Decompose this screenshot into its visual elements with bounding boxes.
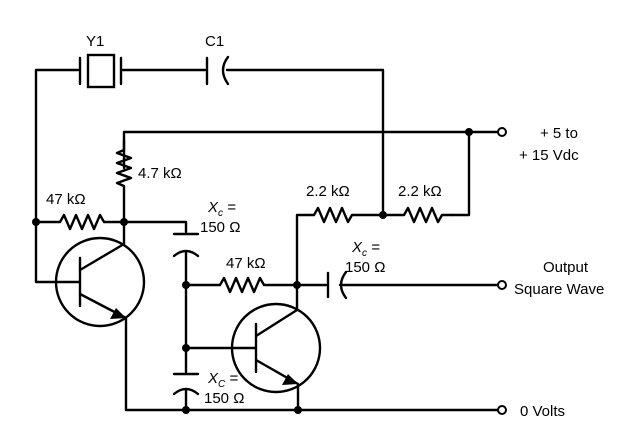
crystal-y1-label: Y1 (86, 33, 104, 50)
capacitor-xc-top-symbol: Xc = (207, 199, 236, 219)
output-label-line2: Square Wave (514, 281, 604, 298)
resistor-47k-coupling: 47 kΩ (184, 255, 299, 294)
ground-terminal (497, 405, 507, 415)
resistor-47k-coupling-label: 47 kΩ (226, 255, 266, 272)
capacitor-xc-output-symbol: Xc = (351, 239, 380, 259)
capacitor-xc-output-value: 150 Ω (345, 259, 385, 276)
resistor-47k-left-label: 47 kΩ (46, 191, 86, 208)
transistor-q2 (184, 302, 322, 412)
capacitor-xc-top-value: 150 Ω (200, 219, 240, 236)
capacitor-xc-bottom-value: 150 Ω (204, 390, 244, 407)
transistor-q1 (34, 220, 146, 412)
supply-label-line1: + 5 to (540, 125, 578, 142)
resistor-4-7k-label: 4.7 kΩ (138, 165, 182, 182)
capacitor-xc-output: Xc = 150 Ω (295, 239, 507, 300)
supply-label-line2: + 15 Vdc (519, 147, 579, 164)
crystal-y1: Y1 (78, 33, 123, 89)
resistor-2-2k-second: 2.2 kΩ (381, 183, 454, 224)
supply-terminal (497, 127, 507, 137)
ground-label: 0 Volts (520, 403, 565, 420)
ground-rail (124, 405, 507, 415)
output-label-line1: Output (543, 259, 589, 276)
resistor-4-7k: 4.7 kΩ (115, 138, 182, 222)
feedback-loop-wires (34, 68, 385, 224)
capacitor-xc-bottom: XC = 150 Ω (172, 346, 244, 412)
capacitor-xc-top: Xc = 150 Ω (172, 199, 240, 287)
capacitor-xc-bottom-symbol: XC = (207, 370, 238, 390)
output-terminal (497, 280, 507, 290)
resistor-2-2k-second-label: 2.2 kΩ (398, 183, 442, 200)
resistor-2-2k-first-label: 2.2 kΩ (306, 183, 350, 200)
capacitor-c1-label: C1 (205, 33, 224, 50)
capacitor-c1: C1 (205, 33, 230, 86)
resistor-2-2k-first: 2.2 kΩ (295, 183, 385, 312)
resistor-47k-left: 47 kΩ (34, 191, 126, 231)
